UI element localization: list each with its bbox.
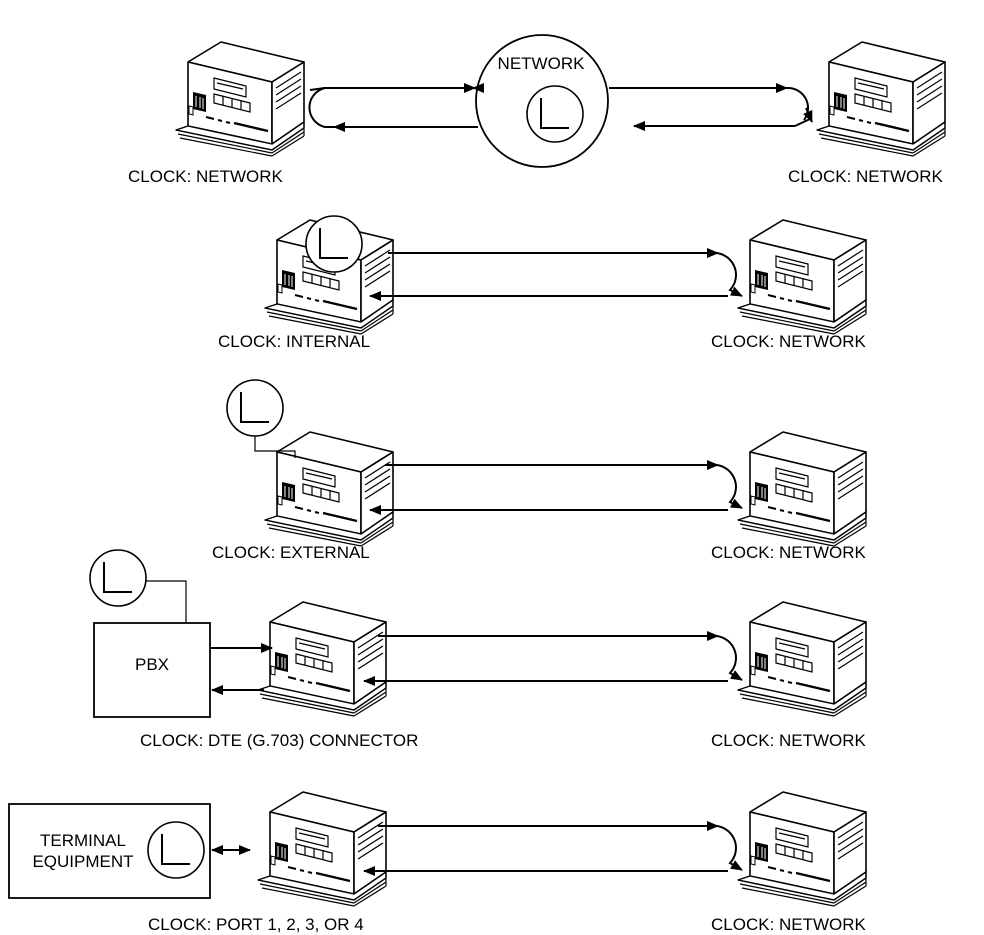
row-5: TERMINAL EQUIPMENT CLOCK: PORT 1, 2, 3, …: [8, 790, 868, 934]
pbx-label: PBX: [135, 655, 169, 674]
remote-modem-unit: [736, 600, 868, 718]
local-modem-unit: [263, 430, 395, 548]
row-1: NETWORK CLOCK: NETWORK CLOCK: NETWORK: [128, 34, 947, 186]
pbx-clock-icon: [89, 549, 147, 607]
remote-modem-unit: [736, 790, 868, 908]
local-modem-unit: [256, 600, 388, 718]
clock-mode-label-left: CLOCK: EXTERNAL: [212, 543, 370, 562]
clock-mode-label-left: CLOCK: DTE (G.703) CONNECTOR: [140, 731, 418, 750]
internal-clock-icon: [305, 215, 363, 273]
data-path-arrow: [609, 86, 809, 121]
pbx-box: [93, 622, 211, 718]
row-3: CLOCK: EXTERNAL CLOCK: NETWORK: [212, 379, 868, 562]
terminal-label-line2: EQUIPMENT: [32, 852, 133, 871]
clock-mode-label-right: CLOCK: NETWORK: [711, 731, 867, 750]
network-label: NETWORK: [498, 54, 586, 73]
clock-mode-label-left: CLOCK: NETWORK: [128, 167, 284, 186]
data-path-arrow: [308, 87, 475, 128]
clock-mode-label-left: CLOCK: INTERNAL: [218, 332, 370, 351]
terminal-label-line1: TERMINAL: [40, 831, 126, 850]
clock-mode-label-right: CLOCK: NETWORK: [711, 543, 867, 562]
clock-mode-label-left: CLOCK: PORT 1, 2, 3, OR 4: [148, 915, 364, 934]
remote-modem-unit: [736, 218, 868, 336]
row-2: CLOCK: INTERNAL CLOCK: NETWORK: [218, 215, 868, 351]
local-modem-unit: [174, 40, 306, 158]
clock-mode-label-right: CLOCK: NETWORK: [788, 167, 944, 186]
row-4: PBX CLOCK: DTE (G.703) CONNECTOR CLOCK: …: [89, 549, 868, 750]
clock-mode-label-right: CLOCK: NETWORK: [711, 332, 867, 351]
local-modem-unit: [256, 790, 388, 908]
remote-modem-unit: [736, 430, 868, 548]
terminal-clock-icon: [147, 821, 205, 879]
clock-mode-label-right: CLOCK: NETWORK: [711, 915, 867, 934]
remote-modem-unit: [815, 40, 947, 158]
external-clock-icon: [226, 379, 284, 437]
network-clock-icon: [526, 85, 584, 143]
